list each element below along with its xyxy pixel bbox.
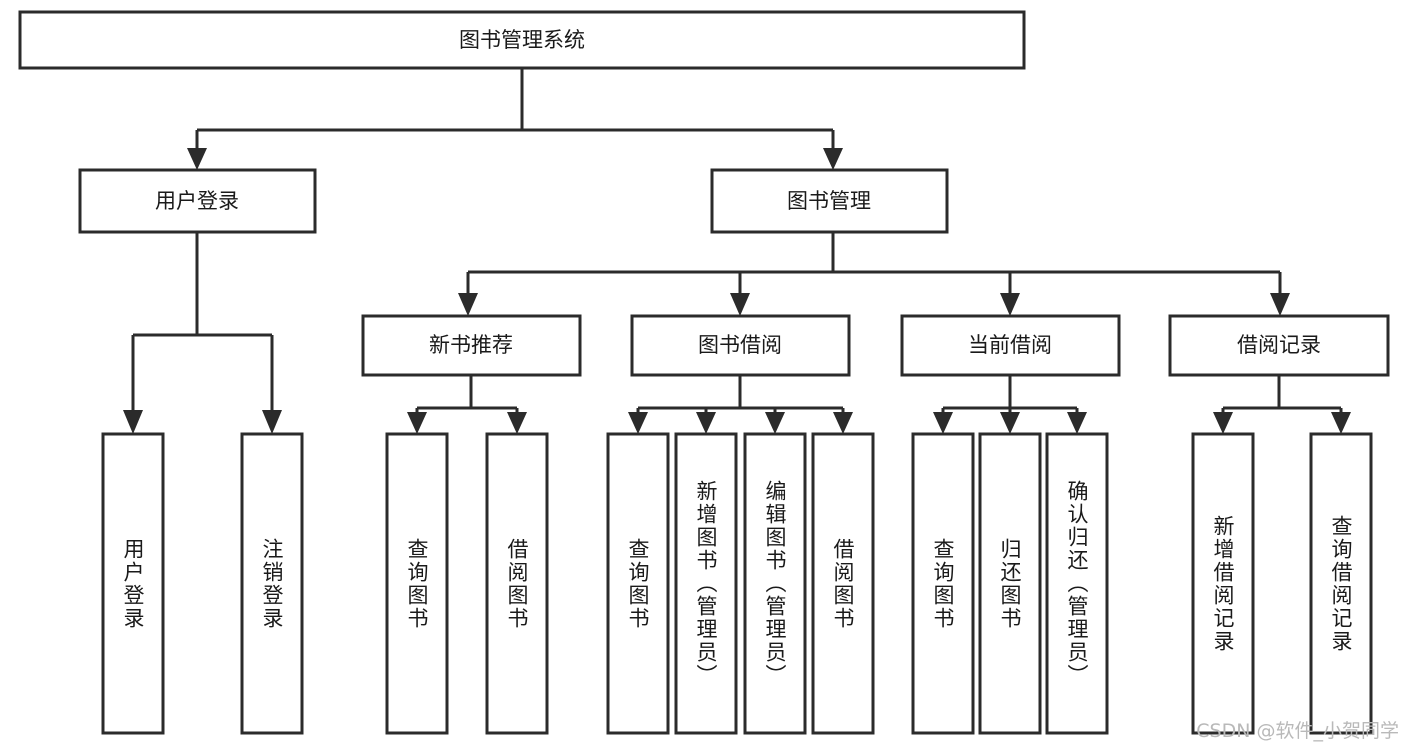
leaf-box[interactable]: [674, 432, 738, 735]
node-book-borrow-label: 图书借阅: [698, 333, 782, 357]
leaf-box[interactable]: [240, 432, 304, 735]
leaf-user-login-0[interactable]: 用户登录: [101, 432, 165, 735]
leaf-box[interactable]: [1309, 432, 1373, 735]
leaf-label: 查询图书: [931, 537, 956, 630]
leaf-label: 查询图书: [626, 537, 651, 630]
node-current-borrow-box[interactable]: [900, 314, 1121, 377]
node-book-manage-label: 图书管理: [787, 189, 871, 213]
node-user-login[interactable]: 用户登录: [78, 168, 317, 234]
leaf-label: 查询图书: [405, 537, 430, 630]
node-root-label: 图书管理系统: [459, 28, 585, 52]
leaf-box[interactable]: [743, 432, 807, 735]
node-borrow-record-box[interactable]: [1168, 314, 1390, 377]
node-book-borrow-box[interactable]: [630, 314, 851, 377]
node-borrow-record[interactable]: 借阅记录: [1168, 314, 1390, 377]
leaf-label: 归还图书: [998, 537, 1023, 630]
connector-book-manage-to-level3: [458, 232, 1290, 316]
node-new-book-recommend-label: 新书推荐: [429, 333, 513, 357]
node-book-manage-box[interactable]: [710, 168, 949, 234]
node-current-borrow-label: 当前借阅: [968, 333, 1052, 357]
node-current-borrow[interactable]: 当前借阅: [900, 314, 1121, 377]
arrowhead-book-manage: [823, 148, 843, 170]
leaf-label: 新增借阅记录: [1211, 514, 1236, 653]
node-book-manage[interactable]: 图书管理: [710, 168, 949, 234]
leaf-borrow-record-0[interactable]: 新增借阅记录: [1191, 432, 1255, 735]
leaf-label: 注销登录: [260, 537, 285, 630]
node-new-book-recommend-box[interactable]: [361, 314, 582, 377]
connector-book-borrow-to-leaves: [628, 375, 853, 434]
leaf-box[interactable]: [1045, 432, 1109, 735]
leaf-label: 查询借阅记录: [1329, 514, 1354, 653]
node-borrow-record-label: 借阅记录: [1237, 333, 1321, 357]
leaf-label: 用户登录: [121, 537, 146, 630]
connector-borrow-record-to-leaves: [1213, 375, 1351, 434]
node-user-login-label: 用户登录: [155, 189, 239, 213]
leaf-book-borrow-2[interactable]: 编辑图书（管理员）: [743, 432, 807, 735]
leaf-box[interactable]: [485, 432, 549, 735]
leaf-box[interactable]: [101, 432, 165, 735]
leaf-book-borrow-1[interactable]: 新增图书（管理员）: [674, 432, 738, 735]
leaf-book-borrow-0[interactable]: 查询图书: [606, 432, 670, 735]
leaf-new-book-0[interactable]: 查询图书: [385, 432, 449, 735]
connector-root-to-level2: [187, 68, 843, 170]
connector-new-book-to-leaves: [407, 375, 527, 434]
leaf-box[interactable]: [978, 432, 1042, 735]
leaf-new-book-1[interactable]: 借阅图书: [485, 432, 549, 735]
connector-current-borrow-to-leaves: [933, 375, 1087, 434]
node-user-login-box[interactable]: [78, 168, 317, 234]
leaf-current-borrow-1[interactable]: 归还图书: [978, 432, 1042, 735]
leaf-box[interactable]: [911, 432, 975, 735]
leaf-user-login-1[interactable]: 注销登录: [240, 432, 304, 735]
node-root-box[interactable]: [18, 10, 1026, 70]
leaf-box[interactable]: [811, 432, 875, 735]
leaf-current-borrow-0[interactable]: 查询图书: [911, 432, 975, 735]
leaf-current-borrow-2[interactable]: 确认归还（管理员）: [1045, 432, 1109, 735]
leaf-label: 借阅图书: [831, 537, 856, 630]
leaf-box[interactable]: [1191, 432, 1255, 735]
connector-user-login-to-leaves: [123, 232, 282, 434]
node-root[interactable]: 图书管理系统: [18, 10, 1026, 70]
leaf-borrow-record-1[interactable]: 查询借阅记录: [1309, 432, 1373, 735]
leaf-label: 确认归还（管理员）: [1065, 480, 1090, 687]
arrowhead-user-login: [187, 148, 207, 170]
leaf-box[interactable]: [606, 432, 670, 735]
leaf-label: 新增图书（管理员）: [694, 480, 719, 687]
leaf-label: 借阅图书: [505, 537, 530, 630]
leaf-label: 编辑图书（管理员）: [763, 480, 788, 687]
node-book-borrow[interactable]: 图书借阅: [630, 314, 851, 377]
leaf-box[interactable]: [385, 432, 449, 735]
leaf-book-borrow-3[interactable]: 借阅图书: [811, 432, 875, 735]
node-new-book-recommend[interactable]: 新书推荐: [361, 314, 582, 377]
